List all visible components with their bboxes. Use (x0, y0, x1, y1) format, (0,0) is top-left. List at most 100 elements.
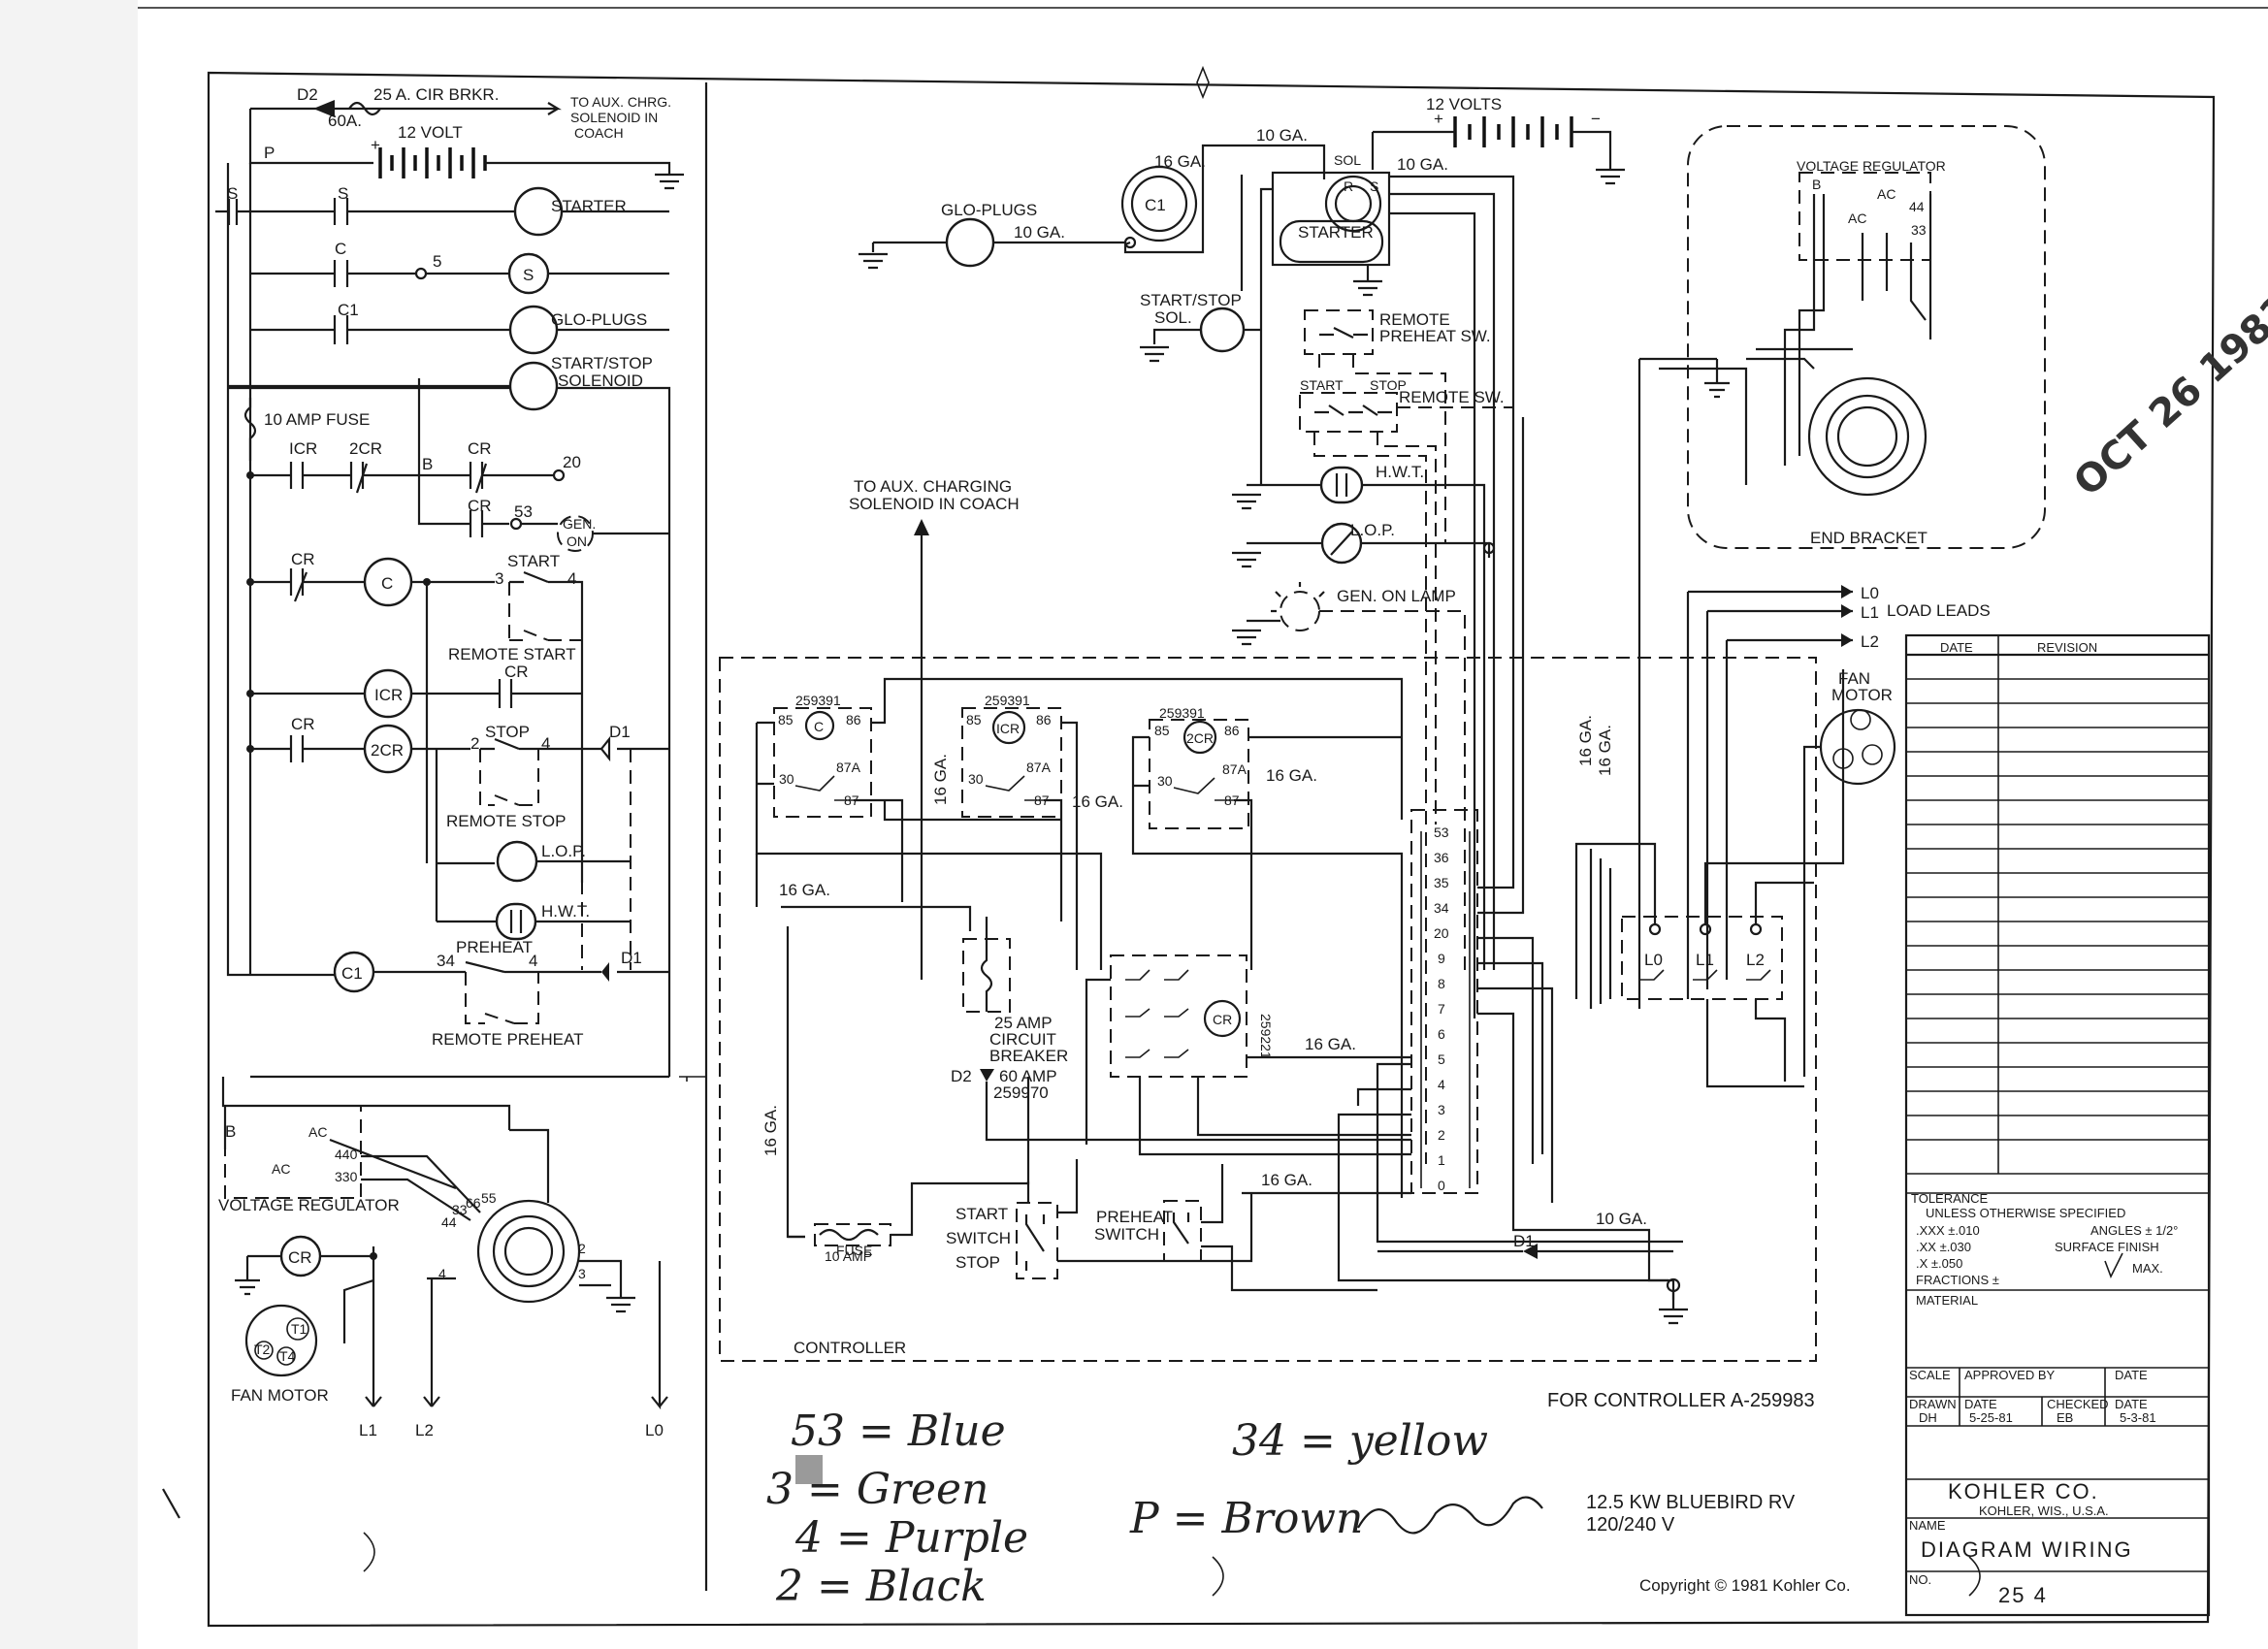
rvr-44-label: 44 (1909, 199, 1925, 214)
c1-coil-label: C1 (341, 964, 363, 983)
punch-marks (363, 1532, 1981, 1597)
right-c1-label: C1 (1145, 196, 1166, 214)
solenoid-box (1271, 171, 1391, 267)
rvr-ac2-label: AC (1848, 210, 1866, 226)
svg-text:86: 86 (846, 712, 861, 728)
drawing-border (207, 71, 2216, 1628)
r-60amp-label: 60 AMP (999, 1067, 1057, 1085)
note-53-blue: 53 = Blue (791, 1406, 1006, 1456)
relay-2cr-label: 2CR (1186, 730, 1214, 746)
cr-contact-label-3: CR (504, 663, 529, 681)
note-4-purple: 4 = Purple (794, 1513, 1028, 1563)
right-hwt-label: H.W.T. (1376, 463, 1424, 481)
rp-label-2: PREHEAT SW. (1379, 327, 1491, 345)
svg-text:87A: 87A (836, 760, 861, 775)
svg-text:+: + (1434, 110, 1443, 128)
controller-label: CONTROLLER (794, 1339, 906, 1357)
hwt-label: H.W.T. (541, 902, 590, 921)
left-fan-motor (244, 1304, 318, 1377)
tb-finish: SURFACE FINISH (2055, 1240, 2159, 1254)
tb-angles: ANGLES ± 1/2° (2090, 1223, 2178, 1238)
right-wiring-diagram: GLO-PLUGS 10 GA. C1 16 GA. 10 GA. 12 VOL… (719, 95, 2046, 1362)
ss-lbl-3: STOP (956, 1253, 1000, 1272)
start-switch (1016, 1202, 1058, 1279)
svg-text:87A: 87A (1222, 761, 1247, 777)
terminal-1: 1 (1438, 1152, 1445, 1168)
genon-label-2: ON (567, 534, 587, 549)
lead-l0-label: L0 (1861, 584, 1879, 602)
r-aux-label-1: TO AUX. CHARGING (854, 477, 1012, 496)
n4-label: 4 (567, 569, 576, 588)
lop-label: L.O.P. (541, 842, 586, 860)
tb-date-hdr: DATE (1940, 640, 1973, 655)
sol-label: SOL (1334, 152, 1361, 168)
relay-icr-label: ICR (996, 721, 1020, 736)
r-fuse-label-2: FUSE (836, 1243, 872, 1258)
tb-l1-label: L1 (1696, 951, 1714, 969)
preheat-switch (1163, 1200, 1202, 1262)
rvr-ac-label: AC (1877, 186, 1895, 202)
r-aux-label-2: SOLENOID IN COACH (849, 495, 1020, 513)
tb-no-val: 25 4 (1998, 1583, 2048, 1607)
alt-4-label: 4 (438, 1266, 446, 1281)
n55-label: 55 (481, 1190, 497, 1206)
relay-2cr-num: 259391 (1159, 705, 1205, 721)
start-stop-solenoid (508, 361, 559, 411)
icr-16ga-label: 16 GA. (931, 754, 950, 805)
right-battery-label: 12 VOLTS (1426, 95, 1502, 113)
n4-label-2: 4 (541, 734, 550, 753)
r-d1-label: D1 (1513, 1232, 1535, 1250)
terminal-5: 5 (1438, 1051, 1445, 1067)
left-t12-label: T2 (254, 1342, 271, 1357)
gen-lamp-label: GEN. ON LAMP (1337, 587, 1456, 605)
cr-relay-label: CR (1213, 1012, 1232, 1027)
remote-start-switch (1299, 392, 1398, 433)
tb-xx: .XX ±.030 (1916, 1240, 1971, 1254)
left-t4-label: T4 (279, 1348, 296, 1364)
cr-contact-label-4: CR (291, 715, 315, 733)
ss-lbl-1: START (956, 1205, 1008, 1223)
terminal-9: 9 (1438, 951, 1445, 966)
tb-date2-val: 5-3-81 (2120, 1410, 2156, 1425)
tb-no-lbl: NO. (1909, 1572, 1931, 1587)
fuse-16ga-label: 16 GA. (761, 1105, 780, 1156)
left-cr-coil-label: CR (288, 1248, 312, 1267)
note-p-brown: P = Brown (1129, 1494, 1363, 1543)
vr-ac-label-2: AC (272, 1161, 290, 1177)
terminal-36: 36 (1434, 850, 1449, 865)
left-alternator (476, 1199, 581, 1304)
2cr-coil-label: 2CR (371, 741, 404, 760)
svg-text:R: R (1344, 178, 1353, 194)
tb-date-lbl-2: DATE (1964, 1397, 1997, 1411)
lead-l2-label: L2 (1861, 632, 1879, 651)
controller-box (719, 657, 1817, 1362)
d1-label: D1 (609, 723, 631, 741)
glo-plug-coil (508, 305, 559, 355)
copyright-label: Copyright © 1981 Kohler Co. (1639, 1576, 1851, 1595)
relay-icr-num: 259391 (985, 693, 1030, 708)
cr-16ga-label: 16 GA. (1305, 1035, 1356, 1053)
tb-drawn-val: DH (1919, 1410, 1937, 1425)
alt-3-label: 3 (578, 1266, 586, 1281)
tb-xxx: .XXX ±.010 (1916, 1223, 1980, 1238)
start-stop-sol (1199, 307, 1246, 353)
scan-margin (0, 0, 138, 1649)
right-hwt-sensor (1319, 466, 1364, 504)
vr-330-label: 330 (335, 1169, 358, 1184)
right-starter-label: STARTER (1298, 223, 1374, 242)
tb-material: MATERIAL (1916, 1293, 1978, 1308)
bottom-16ga-label: 16 GA. (1261, 1171, 1312, 1189)
s-contact-label-2: S (338, 184, 348, 203)
left-l1-label: L1 (359, 1421, 377, 1439)
terminal-4: 4 (1438, 1077, 1445, 1092)
fuse-label: 10 AMP FUSE (264, 410, 370, 429)
svg-text:87A: 87A (1026, 760, 1052, 775)
glo-plug-label: GLO-PLUGS (551, 310, 647, 329)
c1-contact-label: C1 (338, 301, 359, 319)
tb-tol-1: TOLERANCE (1911, 1191, 1989, 1206)
tb-max: MAX. (2132, 1261, 2163, 1276)
relay-icr: 259391 85 86 ICR 87A 30 87 (961, 693, 1062, 818)
terminal-35: 35 (1434, 875, 1449, 890)
genon-label-1: GEN. (563, 516, 596, 532)
amp60-label: 60A. (328, 112, 362, 130)
